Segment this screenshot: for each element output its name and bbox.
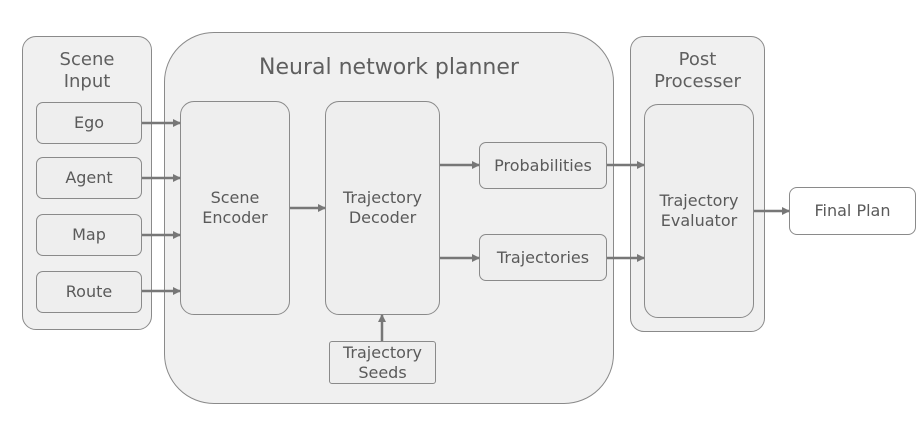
input-map: Map [36, 214, 142, 256]
scene-encoder: Scene Encoder [180, 101, 290, 315]
input-route: Route [36, 271, 142, 313]
final-plan-box: Final Plan [789, 187, 916, 235]
scene-input-title: Scene Input [59, 49, 115, 92]
input-ego: Ego [36, 102, 142, 144]
trajectory-seeds-box: Trajectory Seeds [329, 341, 436, 384]
trajectory-decoder: Trajectory Decoder [325, 101, 440, 315]
trajectory-evaluator: Trajectory Evaluator [644, 104, 754, 318]
input-agent: Agent [36, 157, 142, 199]
post-processer-title: Post Processer [654, 49, 741, 92]
planner-title: Neural network planner [259, 55, 519, 80]
probabilities-box: Probabilities [479, 142, 607, 189]
trajectories-box: Trajectories [479, 234, 607, 281]
